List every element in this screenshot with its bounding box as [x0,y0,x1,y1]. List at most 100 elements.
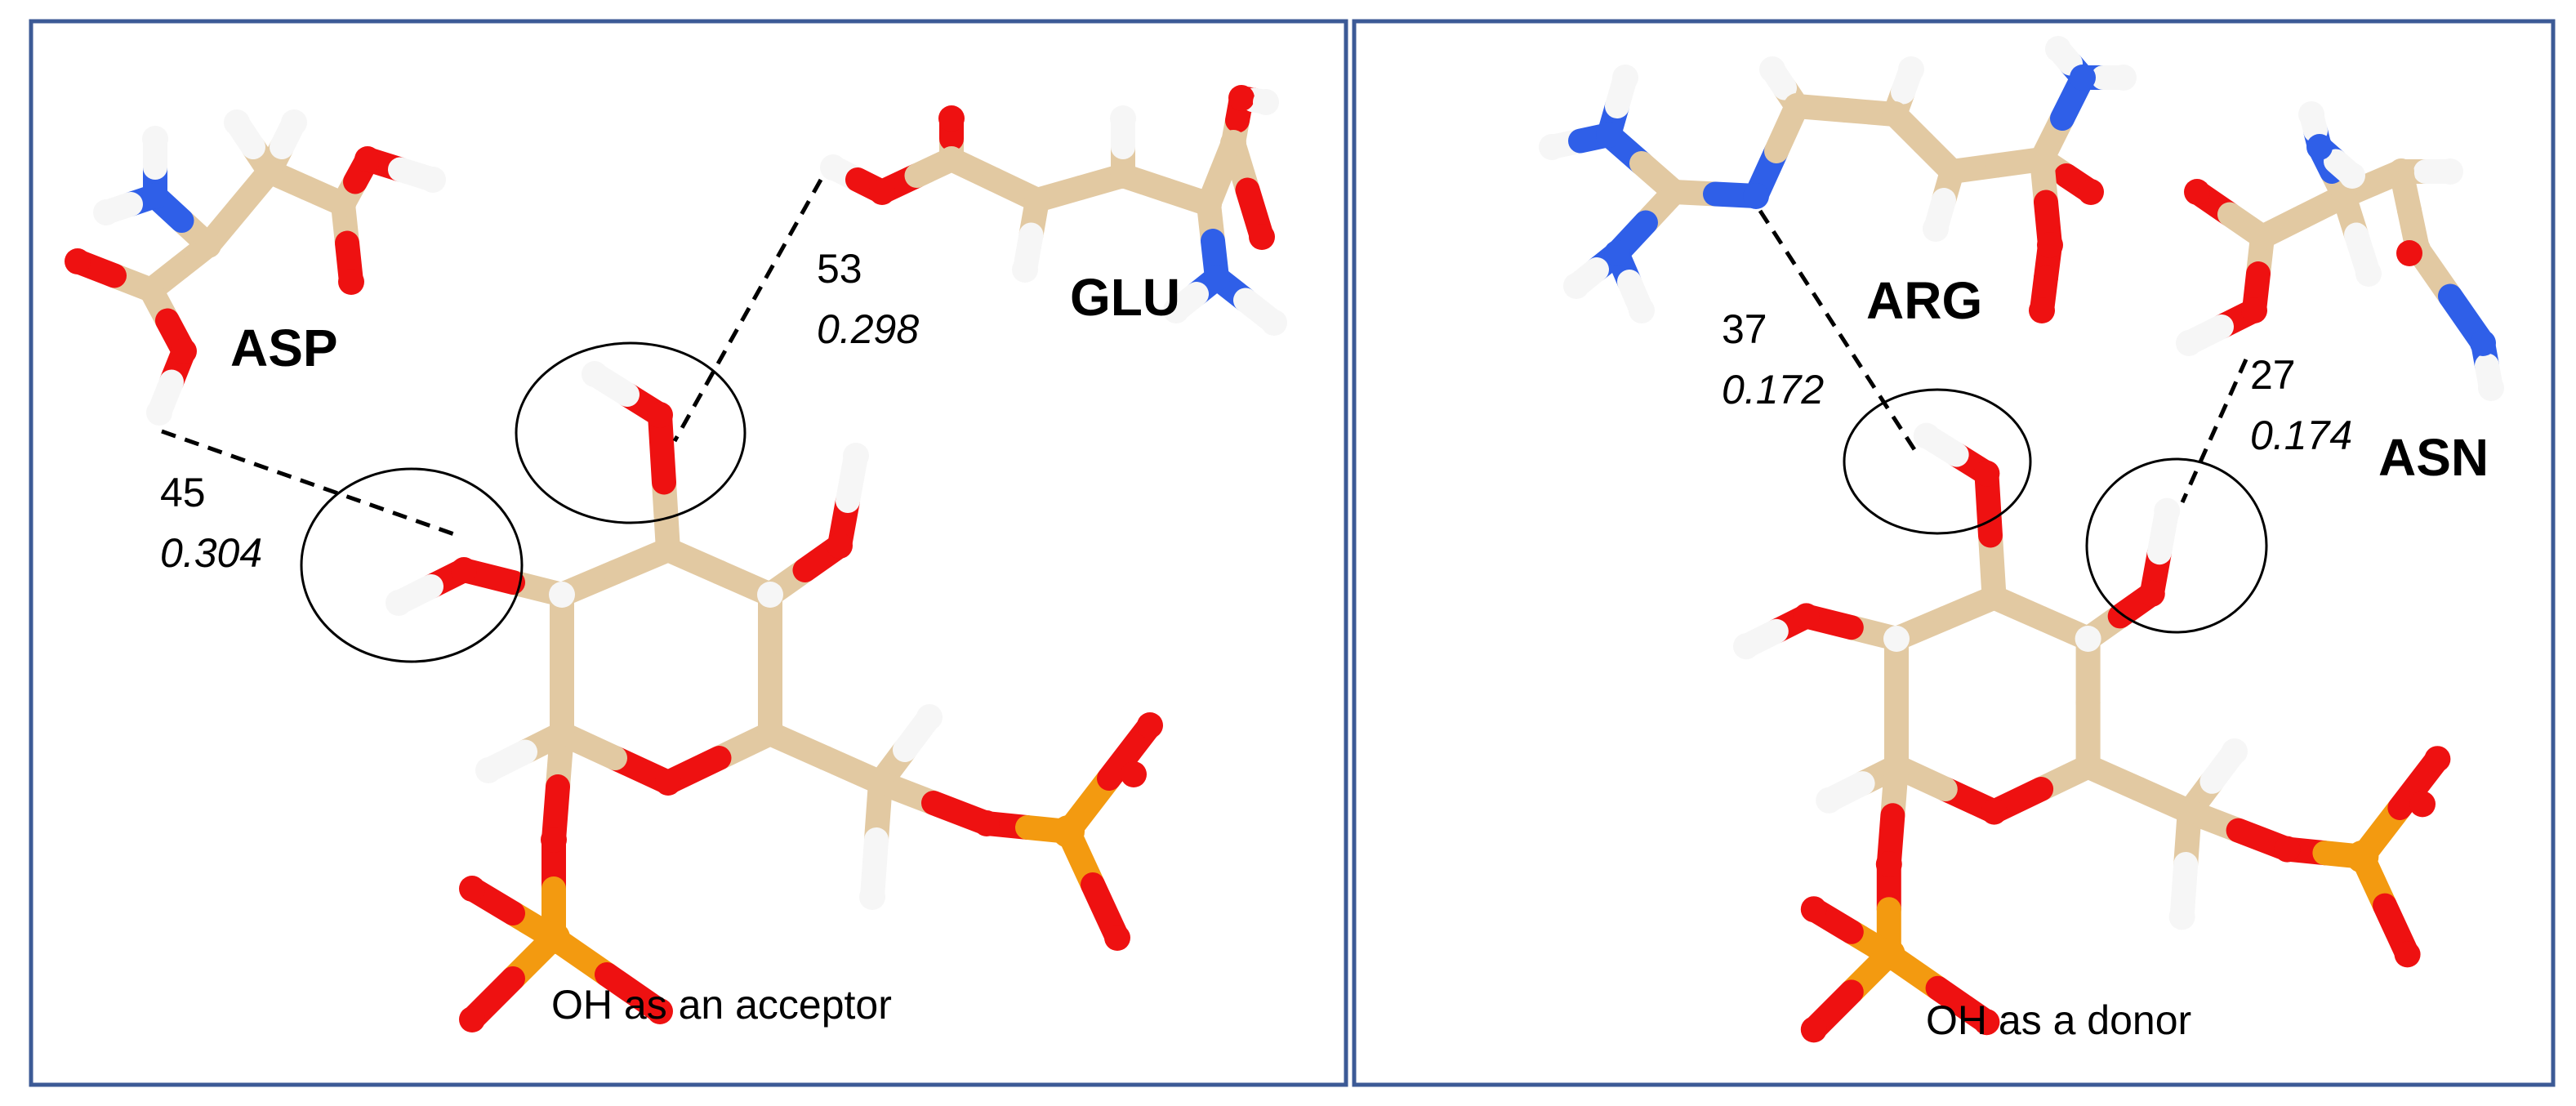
atom [1629,297,1655,323]
atom [1800,896,1827,923]
atom [1913,422,1940,449]
atom [138,277,164,303]
atom [1883,753,1910,780]
atom [859,884,885,910]
atom [820,154,846,181]
atom [1249,224,1275,250]
atom [2045,36,2071,62]
atom [647,402,673,428]
residue-label-asp: ASP [230,319,338,377]
atom [2070,65,2096,91]
caption-donor: OH as a donor [1926,997,2191,1043]
atom [2388,158,2414,185]
atom [2437,158,2463,185]
atom [1253,89,1279,115]
fraction-label-asn: 0.174 [2250,413,2352,458]
atom [1882,101,1908,127]
hbond-asn [2180,358,2248,504]
atom [1612,65,1638,91]
atom [582,361,608,387]
atom [1875,851,1902,877]
atom [451,557,477,583]
atom [757,582,783,608]
atom [2274,836,2301,863]
atom [2078,179,2104,205]
atom [1973,460,2000,487]
atom [2409,791,2436,818]
atom [2394,941,2421,968]
atom [2037,232,2063,258]
atom [2298,101,2324,127]
atom [2138,580,2165,607]
atom [655,537,681,563]
atom [2396,240,2422,266]
atom [2424,746,2451,773]
atom [475,757,501,783]
fraction-label-glu: 0.298 [817,306,919,352]
atom [1661,179,1687,205]
left-panel-frame [29,19,1348,1087]
atom [420,167,446,193]
atom [2331,183,2357,209]
atom [869,179,895,205]
atom [843,443,869,469]
atom [2346,840,2379,873]
atom [2029,297,2055,323]
molecule-bonds [65,37,2503,1042]
highlight-circle-asp-oh [300,467,524,663]
atom [2029,146,2055,172]
distance-label-arg: 37 [1722,306,1767,352]
atom [142,183,168,209]
atom [2168,903,2195,930]
atom [2355,261,2382,287]
atom [2339,163,2365,189]
atom [1759,56,1785,83]
atom [459,876,485,902]
atom [1743,183,1769,209]
atom [171,338,197,364]
atom [1596,122,1622,148]
atom [386,590,412,616]
atom [1137,712,1163,738]
hbond-asp [161,429,455,537]
atom [1939,158,1965,185]
hbond-glu [672,178,823,443]
residue-label-arg: ARG [1866,271,1982,330]
atom [1539,134,1565,160]
atom [1163,297,1189,323]
atom [549,720,575,747]
atom [2110,65,2137,91]
atom [2249,224,2275,250]
atom [1981,584,2008,611]
atom [195,232,221,258]
atom [867,769,894,796]
atom [1816,787,1843,814]
atom [1228,85,1255,111]
caption-acceptor: OH as an acceptor [551,982,892,1028]
atom [2222,738,2248,765]
atom [1981,798,2008,825]
atom [93,199,119,225]
highlight-circle-asn-oh [2085,457,2268,634]
atom [916,704,943,730]
hbond-arg [1758,209,1918,453]
atom [146,399,172,426]
atom [2478,375,2504,401]
right-panel-frame [1352,19,2556,1087]
atom [224,109,250,136]
atom [2176,798,2203,825]
atom [1733,633,1759,660]
atom [459,1006,485,1032]
atom [2176,330,2202,356]
atom [1204,265,1230,291]
atom [1923,216,1949,242]
atom [1121,761,1147,787]
atom [1110,163,1136,189]
atom [974,810,1000,836]
molecule-atoms [65,36,2504,1043]
residue-label-asn: ASN [2378,428,2489,487]
atom [1012,256,1038,283]
atom [1872,938,1905,971]
highlight-circle-glu-oh [515,341,747,524]
